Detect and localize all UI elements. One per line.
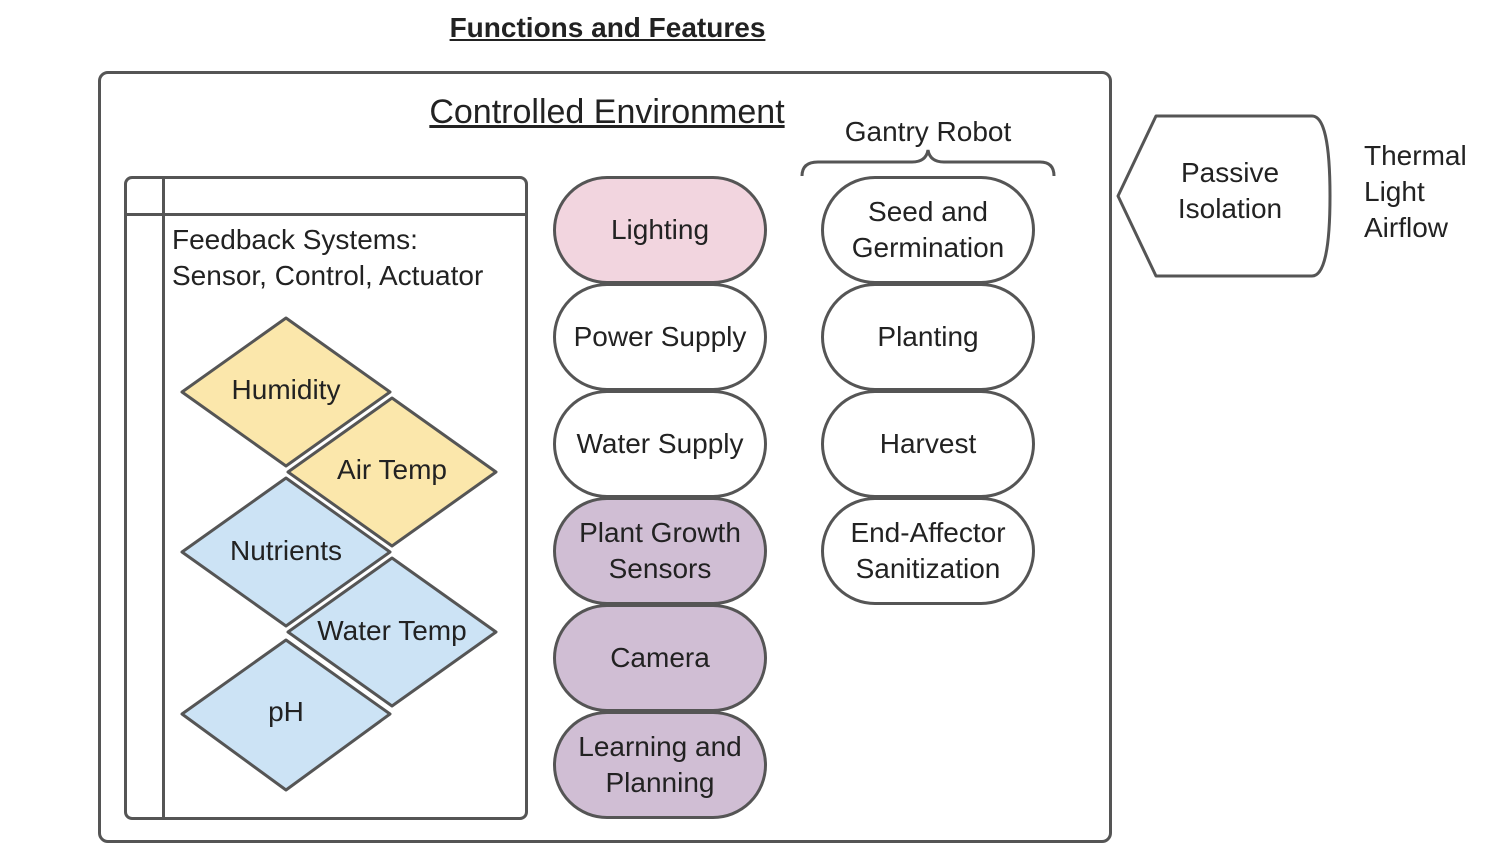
- system-power-supply: Power Supply: [553, 283, 767, 391]
- diamond-nutrients: [180, 476, 392, 628]
- passive-isolation-items: Thermal Light Airflow: [1364, 138, 1467, 246]
- passive-item: Airflow: [1364, 212, 1449, 243]
- system-line1: Lighting: [610, 214, 710, 245]
- system-line2: Planning: [605, 767, 715, 798]
- feedback-systems-box: [124, 176, 528, 820]
- system-line1: Camera: [610, 642, 710, 673]
- passive-item: Thermal: [1364, 140, 1467, 171]
- system-water-supply: Water Supply: [553, 390, 767, 498]
- gantry-brace: [800, 149, 1056, 177]
- feedback-box-header-line: [124, 213, 528, 216]
- diamond-water-temp: [286, 556, 498, 708]
- gantry-robot-title: Gantry Robot: [844, 116, 1012, 147]
- system-camera: Camera: [553, 604, 767, 712]
- task-line2: Germination: [851, 232, 1005, 263]
- system-line2: Sensors: [608, 553, 712, 584]
- system-line1: Water Supply: [576, 428, 744, 459]
- passive-line1: Passive: [1180, 157, 1280, 188]
- feedback-label-line1: Feedback Systems:: [172, 224, 418, 255]
- system-line1: Power Supply: [573, 321, 747, 352]
- feedback-box-side-line: [162, 176, 165, 820]
- passive-isolation-label: Passive Isolation: [1150, 155, 1310, 227]
- feedback-systems-label: Feedback Systems: Sensor, Control, Actua…: [172, 222, 522, 294]
- task-line1: Harvest: [879, 428, 977, 459]
- diamond-ph: [180, 638, 392, 792]
- feedback-label-line2: Sensor, Control, Actuator: [172, 260, 484, 291]
- controlled-environment-box: [98, 71, 1112, 843]
- passive-isolation-shape: [1116, 114, 1332, 278]
- task-line1: Seed and: [868, 196, 988, 227]
- passive-line2: Isolation: [1177, 193, 1283, 224]
- task-line1: End-Affector: [850, 517, 1006, 548]
- system-lighting: Lighting: [553, 176, 767, 284]
- system-line1: Learning and: [578, 731, 742, 762]
- task-line2: Sanitization: [855, 553, 1001, 584]
- diamond-air-temp: [286, 396, 498, 548]
- task-line1: Planting: [877, 321, 979, 352]
- system-line1: Plant Growth: [579, 517, 741, 548]
- page-title: Functions and Features: [449, 12, 766, 43]
- gantry-task-harvest: Harvest: [821, 390, 1035, 498]
- diamond-humidity: [180, 316, 392, 468]
- passive-item: Light: [1364, 176, 1425, 207]
- gantry-task-planting: Planting: [821, 283, 1035, 391]
- controlled-environment-title: Controlled Environment: [429, 93, 785, 131]
